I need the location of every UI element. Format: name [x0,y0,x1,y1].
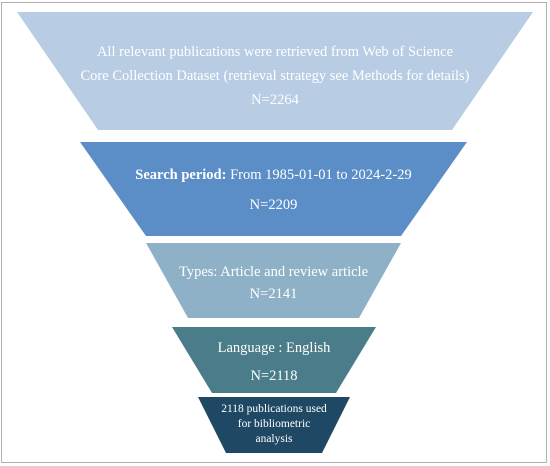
search-period-label: Search period: [135,167,227,183]
stage-2-count: N=2209 [249,197,298,213]
funnel-stage-3-text: Types: Article and review article N=2141 [146,261,401,305]
funnel-stage-2-shape [80,142,467,236]
stage-3-line-1: Types: Article and review article [178,264,369,280]
stage-4-count: N=2118 [250,368,298,384]
stage-4-line-1: Language : English [217,340,331,356]
funnel-stage-5-text: 2118 publications used for bibliometric … [198,402,350,447]
stage-1-line-2: Core Collection Dataset (retrieval strat… [80,68,470,84]
stage-5-line-1: 2118 publications used [221,403,327,415]
funnel-stage-4-shape [172,327,376,393]
funnel-stage-1-shape [17,12,533,130]
funnel-stage-2-text: Search period: From 1985-01-01 to 2024-2… [80,160,467,220]
funnel-stage-5-shape [198,397,350,453]
stage-5-line-2: for bibliometric [237,418,311,430]
search-period-value: From 1985-01-01 to 2024-2-29 [226,167,412,183]
stage-3-count: N=2141 [249,286,298,302]
stage-5-line-3: analysis [255,433,293,445]
funnel-stage-4-text: Language : English N=2118 [172,334,376,390]
funnel-stage-1-text: All relevant publications were retrieved… [17,40,533,112]
stage-1-line-1: All relevant publications were retrieved… [96,44,454,60]
stage-1-count: N=2264 [251,92,299,108]
stage-2-line-1: Search period: From 1985-01-01 to 2024-2… [80,160,467,190]
funnel-stage-3-shape [146,243,401,318]
